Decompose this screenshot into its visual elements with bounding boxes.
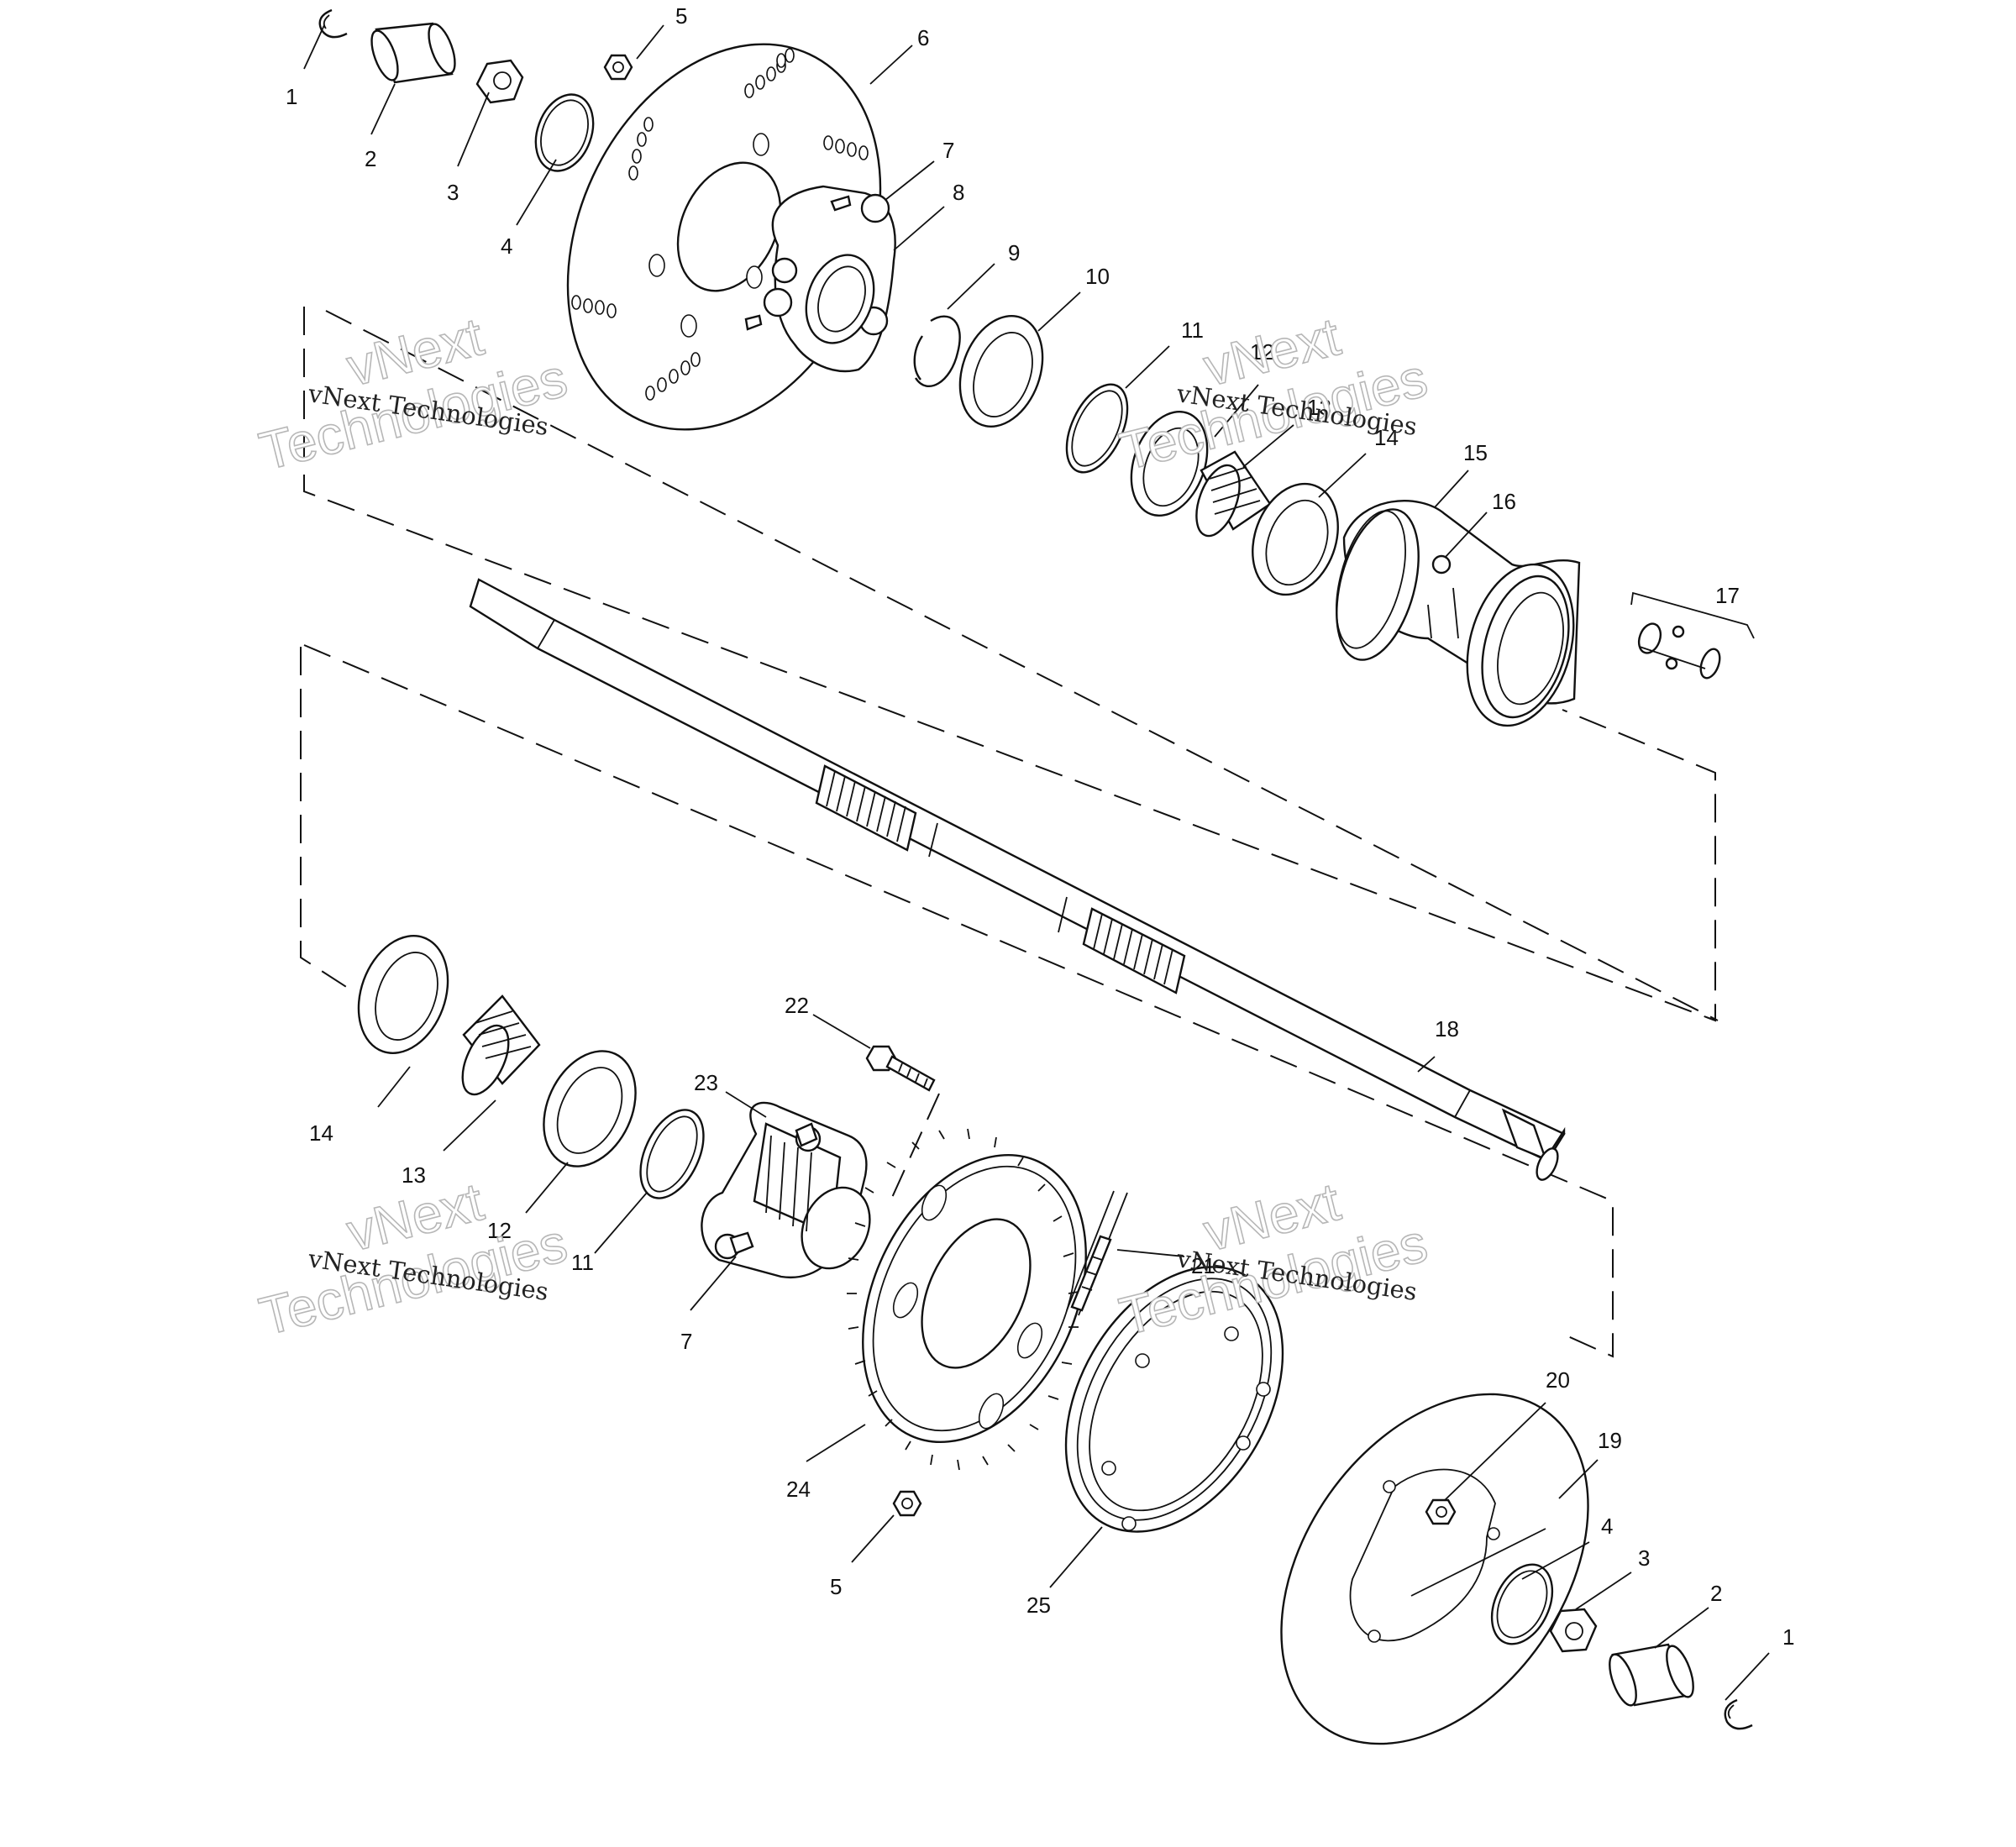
callout-11-bottom: 11 — [571, 1250, 594, 1275]
snap-ring-1-top — [318, 8, 348, 39]
o-ring-11-top — [1065, 383, 1129, 474]
bearing-cup-14-top — [1252, 482, 1339, 596]
sprocket-24 — [847, 1128, 1087, 1471]
callout-14-top: 14 — [1374, 425, 1399, 450]
callout-3-top: 3 — [447, 180, 459, 205]
callout-12-bottom: 12 — [487, 1218, 512, 1243]
assembly-dashed-lines — [300, 307, 1719, 1358]
callout-12-top: 12 — [1250, 339, 1274, 365]
bearing-sleeve-2-bottom — [1609, 1643, 1694, 1707]
brake-ring-25 — [1064, 1266, 1284, 1533]
snap-ring-1-bottom — [1724, 1698, 1753, 1730]
bearing-race-12-top — [1130, 410, 1209, 517]
callout-17-top: 17 — [1715, 583, 1740, 608]
callout-2-top: 2 — [365, 146, 376, 171]
snap-ring-9-top — [913, 315, 961, 388]
bearing-race-12-bottom — [543, 1050, 637, 1167]
small-nut-5-bottom — [892, 1490, 922, 1517]
callout-13-bottom: 13 — [402, 1162, 426, 1188]
callout-23-bottom: 23 — [694, 1070, 718, 1095]
callout-10-top: 10 — [1085, 264, 1110, 289]
seal-10-top — [958, 314, 1044, 428]
callout-13-top: 13 — [1307, 395, 1331, 420]
callout-20-bottom: 20 — [1546, 1367, 1570, 1393]
bearing-sleeve-2-top — [370, 22, 456, 84]
rear-disc-19 — [1280, 1393, 1589, 1745]
sprocket-hub-23 — [701, 1101, 871, 1279]
callout-11-top: 11 — [1181, 317, 1204, 343]
master-link-17 — [1630, 591, 1755, 680]
hex-nut-3-bottom — [1549, 1608, 1598, 1653]
callout-1-top: 1 — [286, 84, 297, 109]
callout-numbers: 1 2 3 4 5 6 7 8 9 10 11 12 13 14 15 16 1… — [286, 3, 1794, 1650]
callout-19-bottom: 19 — [1598, 1428, 1622, 1453]
hub-flange-8-top — [744, 185, 896, 373]
watermark-top-right: vNext Technologies vNext Technologies — [1113, 305, 1434, 482]
callout-8-top: 8 — [953, 180, 964, 205]
callout-7-bottom: 7 — [680, 1329, 692, 1354]
callout-4-bottom: 4 — [1601, 1514, 1613, 1539]
axle-housing-15 — [1336, 500, 1581, 727]
bearing-cup-14-bottom — [357, 935, 449, 1054]
roller-bearing-13-bottom — [461, 994, 541, 1096]
callout-6-top: 6 — [917, 25, 929, 50]
callout-2-bottom: 2 — [1710, 1581, 1722, 1606]
disc-vent-holes — [571, 48, 869, 401]
leader-lines — [303, 24, 1770, 1701]
watermark-bottom-left: vNext Technologies vNext Technologies — [253, 1170, 574, 1347]
callout-5-bottom: 5 — [830, 1574, 842, 1599]
callout-21-bottom: 21 — [1191, 1253, 1215, 1278]
hex-nut-3-top — [475, 59, 524, 104]
callout-9-top: 9 — [1008, 240, 1020, 265]
callout-24-bottom: 24 — [786, 1477, 811, 1502]
o-ring-4-bottom — [1490, 1563, 1554, 1645]
callout-16-top: 16 — [1492, 489, 1516, 514]
grease-fitting-16 — [1431, 554, 1452, 575]
callout-22-bottom: 22 — [785, 993, 809, 1018]
bolt-22 — [865, 1045, 936, 1092]
callout-1-bottom: 1 — [1782, 1624, 1794, 1650]
nut-20 — [1425, 1498, 1457, 1525]
callout-14-bottom: 14 — [309, 1120, 333, 1146]
o-ring-4-top — [534, 93, 595, 172]
watermark-top-left: vNext Technologies vNext Technologies — [253, 305, 574, 482]
callout-7-top: 7 — [942, 138, 954, 163]
callout-25-bottom: 25 — [1026, 1593, 1051, 1618]
callout-4-top: 4 — [501, 233, 512, 259]
callout-5-top: 5 — [675, 3, 687, 29]
callout-15-top: 15 — [1463, 440, 1488, 465]
o-ring-11-bottom — [639, 1109, 705, 1199]
small-nut-5-top — [603, 54, 633, 81]
axle-shaft-18 — [469, 578, 1566, 1181]
chain-21 — [1066, 1190, 1128, 1316]
callout-3-bottom: 3 — [1638, 1545, 1650, 1571]
callout-18-shaft: 18 — [1435, 1016, 1459, 1042]
